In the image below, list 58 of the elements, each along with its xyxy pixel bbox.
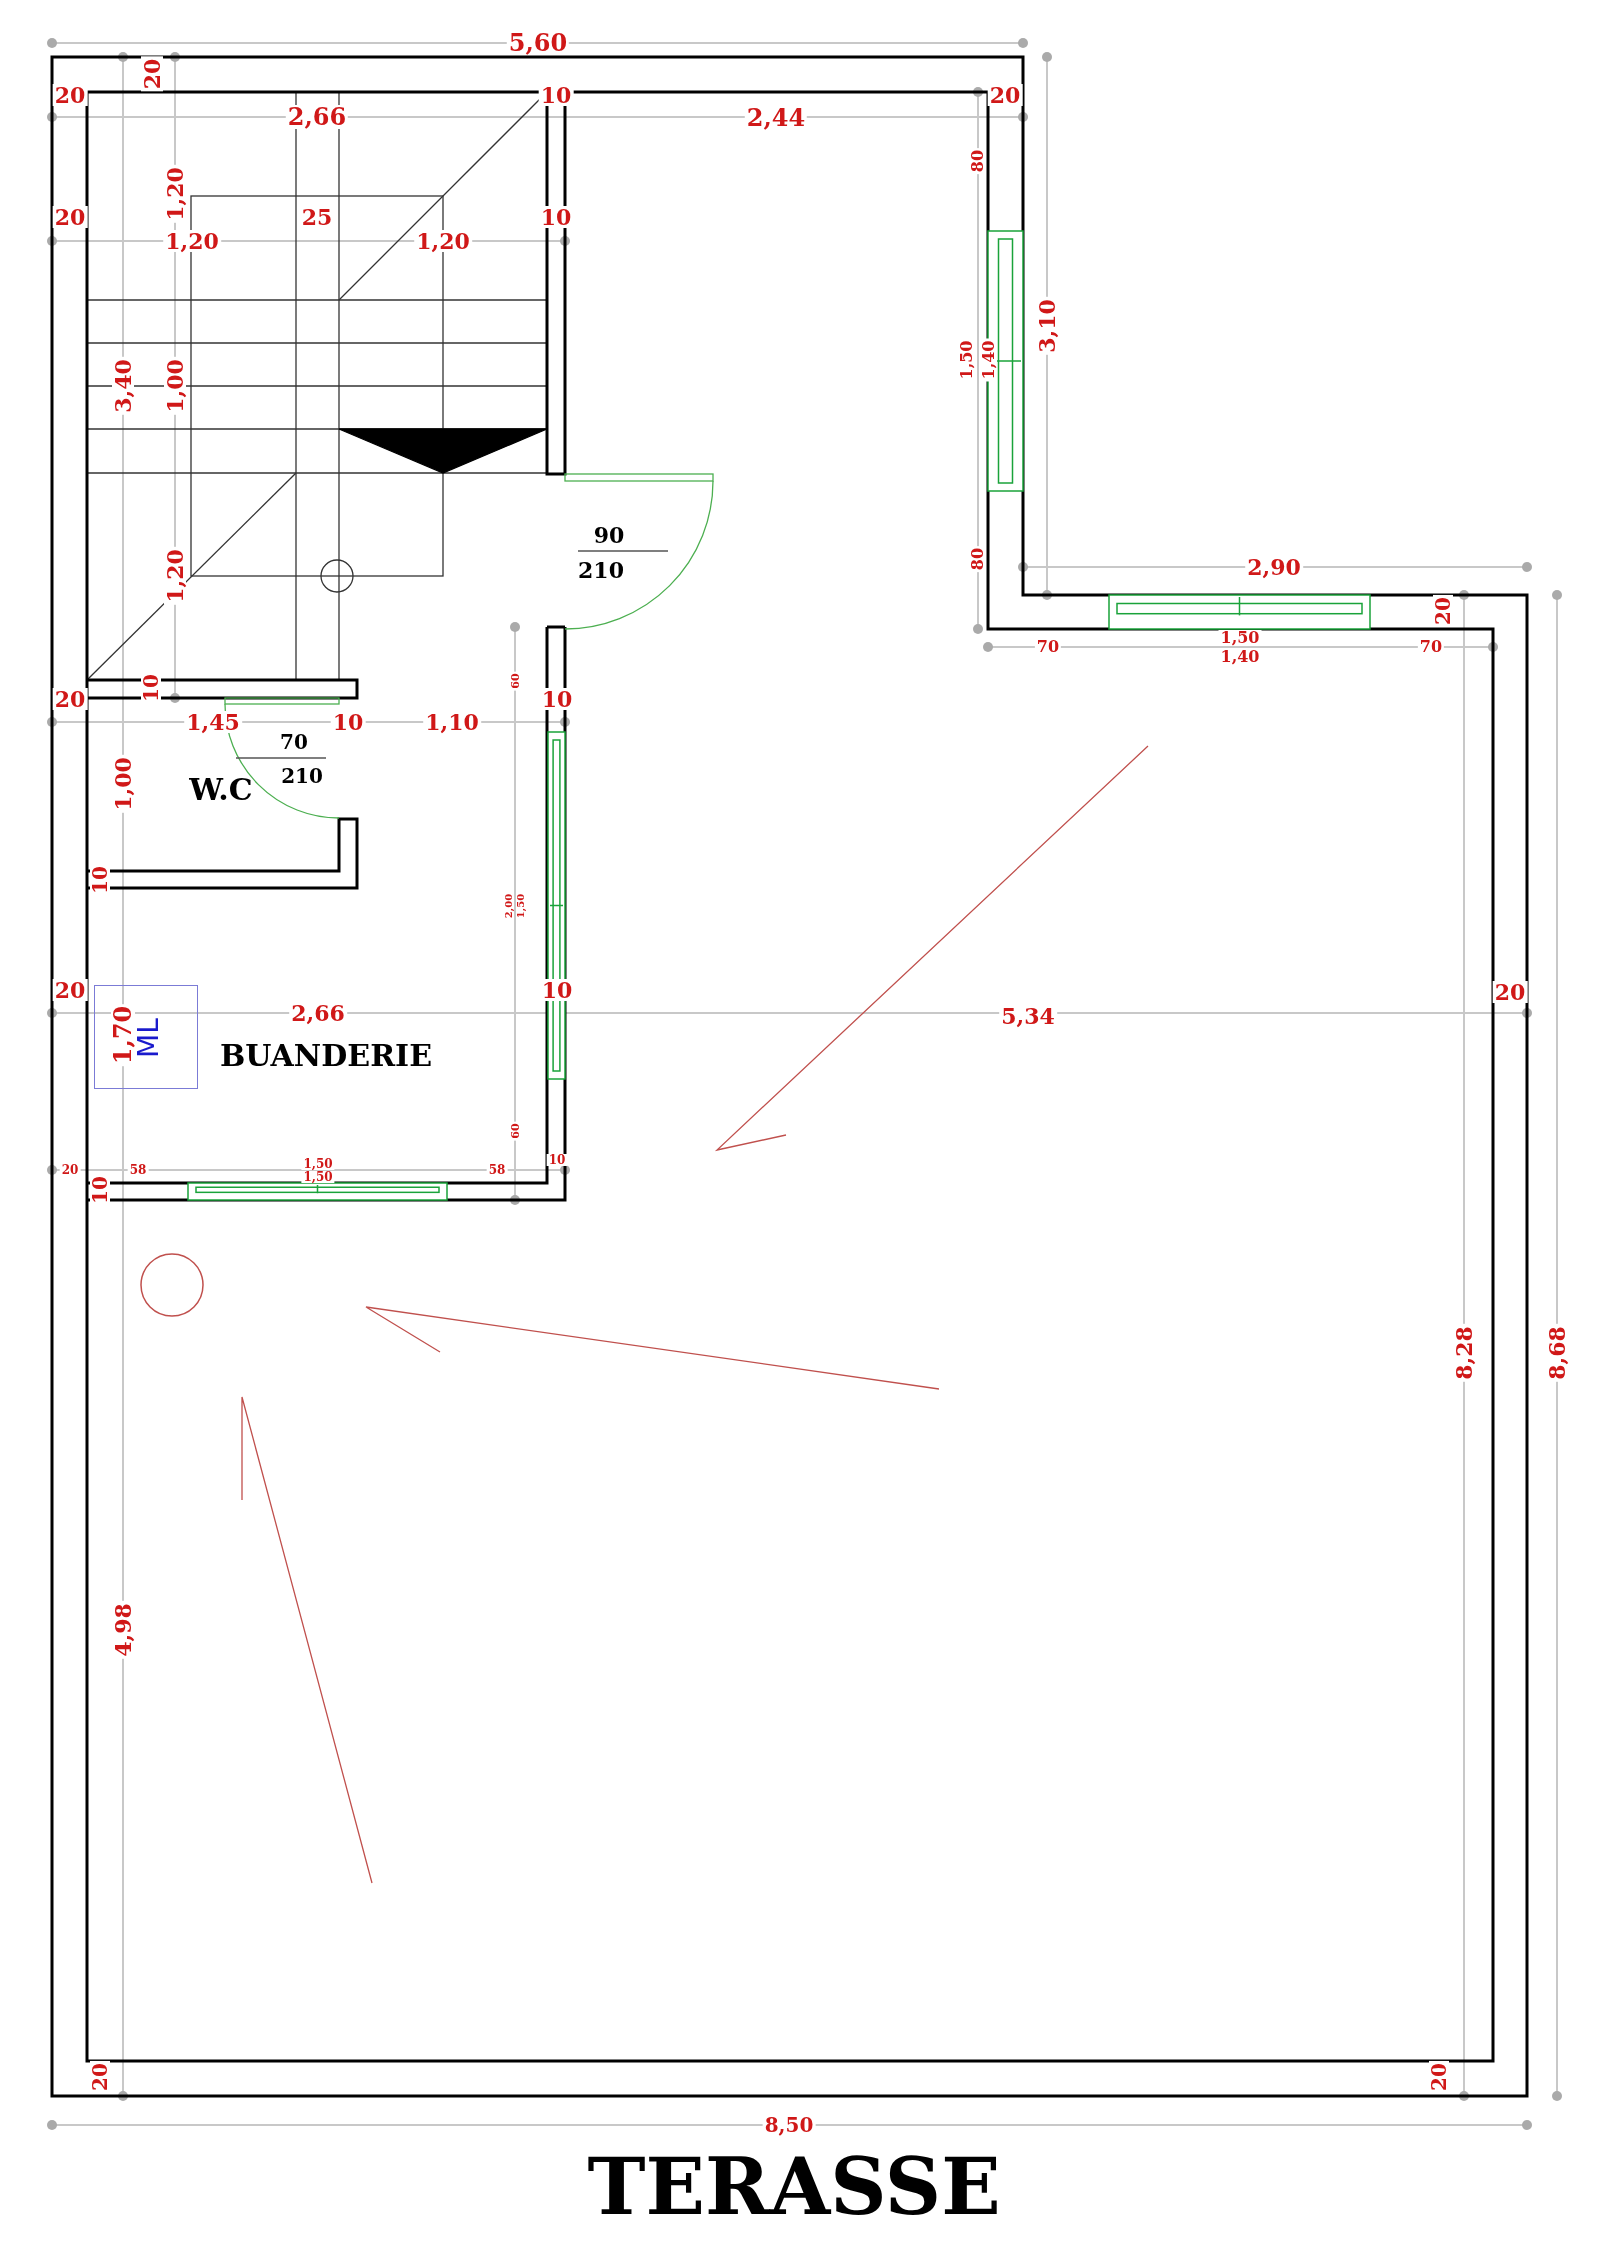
dimension-label: 70	[1034, 639, 1062, 655]
door-size-label: 210	[577, 559, 625, 581]
caption: TERASSE	[586, 2148, 1002, 2226]
dimension-label: 1,20	[414, 230, 472, 252]
door-size-label: 70	[279, 732, 309, 752]
dimension-label: 8,68	[1546, 1324, 1568, 1382]
dimension-label: 5,60	[506, 31, 570, 55]
dimension-label: 2,66	[285, 105, 349, 129]
dimension-label: 10	[330, 711, 366, 733]
dimension-label: 3,40	[112, 357, 134, 415]
dimension-label: 70	[1417, 639, 1445, 655]
dimension-label: 8,50	[762, 2115, 816, 2135]
dimension-label: 20	[90, 2061, 110, 2093]
dimension-label: 1,70	[111, 1003, 135, 1067]
dimension-label: 20	[52, 688, 88, 710]
dimension-label: 10	[90, 1174, 110, 1206]
dimension-label: 60	[509, 1121, 521, 1141]
dimension-label: 2,90	[1245, 556, 1303, 578]
room-name: BUANDERIE	[219, 1041, 433, 1071]
dimension-label: 1,50	[301, 1171, 335, 1183]
dimension-label: 20	[987, 84, 1023, 106]
dimension-label: 1,20	[164, 547, 186, 605]
dimension-label: 1,45	[184, 711, 242, 733]
dimension-label: 1,20	[164, 165, 186, 223]
dimension-label: 20	[1492, 981, 1528, 1003]
door-size-label: 90	[592, 524, 626, 546]
dimension-label: 20	[141, 56, 163, 92]
dimension-label: 1,10	[423, 711, 481, 733]
dimension-label: 58	[486, 1164, 508, 1176]
dimension-label: 20	[52, 979, 88, 1001]
dimension-label: 58	[127, 1164, 149, 1176]
appliance-box	[94, 985, 198, 1089]
dimension-label: 80	[970, 147, 986, 175]
dimension-label: 3,10	[1036, 297, 1058, 355]
dimension-label: 80	[970, 545, 986, 573]
dimension-label: 2,44	[744, 106, 808, 130]
dimension-label: 1,20	[163, 230, 221, 252]
room-name: W.C	[188, 775, 254, 805]
dimension-label: 1,00	[164, 357, 186, 415]
appliance-label: ML	[135, 1018, 164, 1058]
dimension-label: 8,28	[1453, 1324, 1475, 1382]
dimension-label: 20	[52, 206, 88, 228]
dimension-label: 5,34	[999, 1005, 1057, 1027]
dimension-label: 20	[59, 1164, 81, 1176]
dimension-label: 2,66	[289, 1002, 347, 1024]
dimension-label: 10	[538, 84, 574, 106]
dimension-label: 1,50	[1218, 630, 1262, 646]
dimension-label: 2,00	[504, 891, 514, 921]
dimension-label: 20	[1429, 2061, 1449, 2093]
dimension-label: 4,98	[112, 1601, 134, 1659]
dimension-label: 1,00	[112, 755, 134, 813]
door-size-label: 210	[280, 766, 324, 786]
dimension-label: 1,40	[981, 338, 997, 382]
dimension-label: 10	[546, 1154, 568, 1166]
dimension-label: 1,50	[301, 1158, 335, 1170]
dimension-label: 20	[1433, 595, 1453, 627]
dimension-label: 60	[509, 671, 521, 691]
dimension-label: 20	[52, 84, 88, 106]
